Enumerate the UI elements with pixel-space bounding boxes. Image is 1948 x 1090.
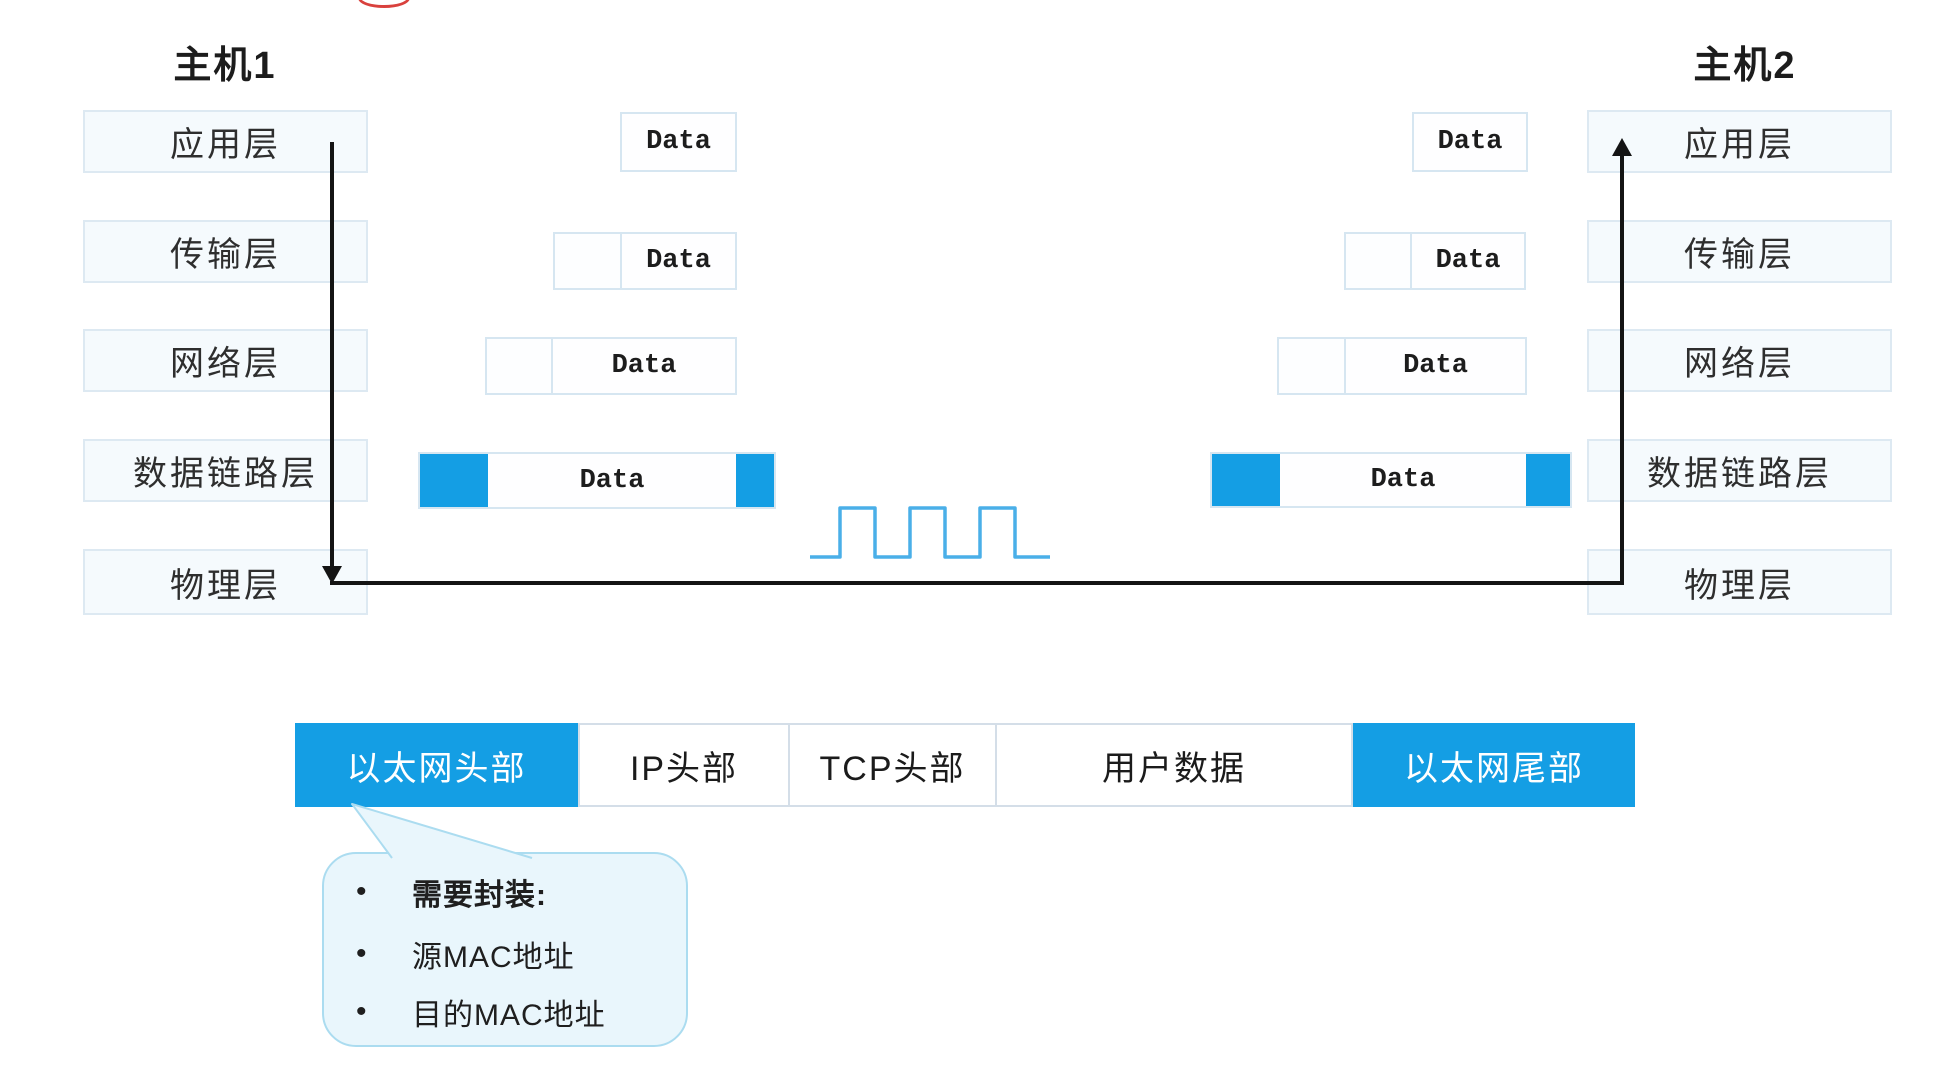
host1-layer-datalink: 数据链路层: [83, 439, 368, 502]
host1-title: 主机1: [173, 45, 277, 87]
host1-pdu-network: Data: [485, 337, 737, 395]
pdu-data-cell: Data: [646, 127, 711, 157]
layer-label: 传输层: [170, 236, 281, 274]
layer-label: 数据链路层: [133, 455, 318, 493]
pdu-data-cell: Data: [1435, 246, 1501, 276]
host2-title: 主机2: [1693, 45, 1797, 87]
host2-pdu-transport: Data: [1344, 232, 1526, 290]
ethernet-trailer-cell: [1526, 454, 1570, 506]
ethernet-trailer-cell: [736, 454, 774, 507]
ethernet-header-cell: [1212, 454, 1280, 506]
host1-layer-application: 应用层: [83, 110, 368, 173]
layer-label: 应用层: [170, 126, 281, 164]
layer-label: 网络层: [1684, 345, 1795, 383]
host1-pdu-application: Data: [620, 112, 737, 172]
host2-layer-datalink: 数据链路层: [1587, 439, 1892, 502]
bullet-icon: •: [356, 875, 367, 908]
ethernet-frame-bar: 以太网头部 IP头部 TCP头部 用户数据 以太网尾部: [295, 723, 1635, 807]
host2-up-arrow-line: [1620, 156, 1624, 585]
layer-label: 应用层: [1684, 126, 1795, 164]
ip-header-cell: [1279, 339, 1346, 393]
callout-item: • 源MAC地址: [324, 932, 686, 976]
layer-label: 传输层: [1684, 236, 1795, 274]
host1-down-arrowhead-icon: [322, 566, 342, 584]
pdu-data-cell: Data: [1437, 127, 1503, 157]
pdu-data-cell: Data: [646, 246, 711, 276]
callout-text: 目的MAC地址: [412, 999, 606, 1032]
encapsulation-callout: • 需要封装: • 源MAC地址 • 目的MAC地址: [322, 852, 688, 1047]
callout-text: 需要封装:: [412, 879, 547, 912]
pdu-data-cell: Data: [1403, 351, 1468, 381]
host1-layer-physical: 物理层: [83, 549, 368, 615]
pdu-data-cell: Data: [579, 465, 645, 496]
host2-layer-network: 网络层: [1587, 329, 1892, 392]
callout-item: • 需要封装:: [324, 870, 686, 914]
host2-layer-transport: 传输层: [1587, 220, 1892, 283]
host1-pdu-transport: Data: [553, 232, 737, 290]
host2-up-arrowhead-icon: [1612, 138, 1632, 156]
layer-label: 数据链路层: [1647, 455, 1832, 493]
bullet-icon: •: [356, 995, 367, 1028]
callout-text: 源MAC地址: [412, 941, 575, 974]
host1-layer-network: 网络层: [83, 329, 368, 392]
ip-header-cell: [487, 339, 553, 393]
host2-layer-physical: 物理层: [1587, 549, 1892, 615]
host1-layer-transport: 传输层: [83, 220, 368, 283]
host1-down-arrow-line: [330, 142, 334, 566]
layer-label: 物理层: [1684, 566, 1795, 605]
layer-label: 网络层: [170, 345, 281, 383]
tcp-header-cell: [1346, 234, 1412, 288]
red-annotation-arc: [358, 0, 410, 8]
pdu-data-cell: Data: [1370, 465, 1436, 495]
host1-pdu-datalink-frame: Data: [418, 452, 776, 509]
bullet-icon: •: [356, 937, 367, 970]
frame-cell-ethernet-trailer: 以太网尾部: [1353, 723, 1635, 807]
pdu-data-cell: Data: [611, 351, 677, 381]
layer-label: 物理层: [170, 566, 281, 605]
host2-pdu-datalink-frame: Data: [1210, 452, 1572, 508]
frame-cell-ip-header: IP头部: [578, 723, 790, 807]
host2-layer-application: 应用层: [1587, 110, 1892, 173]
host2-pdu-application: Data: [1412, 112, 1528, 172]
frame-cell-user-data: 用户数据: [997, 723, 1353, 807]
tcp-header-cell: [555, 234, 622, 288]
ethernet-header-cell: [420, 454, 488, 507]
callout-item: • 目的MAC地址: [324, 990, 686, 1034]
host2-pdu-network: Data: [1277, 337, 1527, 395]
transmission-line: [330, 581, 1624, 585]
frame-cell-ethernet-header: 以太网头部: [295, 723, 578, 807]
frame-cell-tcp-header: TCP头部: [790, 723, 997, 807]
signal-waveform: [810, 506, 1050, 559]
